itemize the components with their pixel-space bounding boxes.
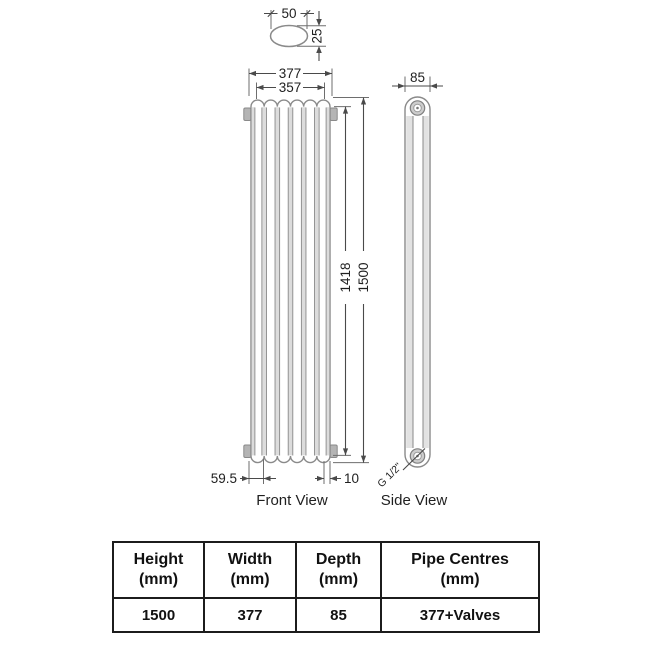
column-junctions (251, 107, 330, 456)
spec-header-height-title: Height (133, 551, 184, 568)
spec-header-pipe-centres: Pipe Centres (mm) (380, 541, 540, 599)
thread-leader-line (402, 448, 426, 471)
dim-label-25: 25 (310, 28, 325, 43)
side-shading-left (406, 116, 413, 448)
spec-value-width: 377 (203, 597, 297, 633)
spec-header-width: Width (mm) (203, 541, 297, 599)
spec-header-width-unit: (mm) (230, 571, 270, 588)
spec-header-pipe-centres-title: Pipe Centres (411, 551, 509, 568)
spec-header-pipe-centres-unit: (mm) (440, 571, 480, 588)
dim-label-85: 85 (410, 70, 425, 85)
dim-label-59-5: 59.5 (211, 471, 237, 486)
side-shading-right (423, 116, 429, 448)
tube-top-view: 50 25 (264, 6, 326, 61)
spec-header-height-unit: (mm) (138, 571, 179, 588)
top-pipe-connection (409, 100, 426, 116)
front-view-caption: Front View (256, 492, 328, 509)
dim-label-10: 10 (344, 471, 359, 486)
dim-label-1500: 1500 (356, 262, 371, 292)
dimension-overall-width: 377 (248, 66, 333, 96)
spec-value-depth: 85 (295, 597, 382, 633)
dim-label-357: 357 (279, 80, 302, 95)
spec-header-depth-unit: (mm) (318, 571, 359, 588)
dimension-overall-height: 1500 (333, 97, 371, 464)
dim-label-377: 377 (279, 66, 302, 81)
dim-label-50: 50 (281, 6, 296, 21)
pipe-thread-label: G 1/2" (375, 461, 404, 490)
spec-table-header-row: Height (mm) Width (mm) Depth (mm) Pipe C… (112, 541, 540, 599)
dimension-inner-height: 1418 (333, 106, 353, 456)
spec-header-depth-title: Depth (315, 551, 362, 568)
spec-header-height: Height (mm) (112, 541, 205, 599)
radiator-technical-drawing: 50 25 (211, 6, 448, 509)
dimension-tube-width: 50 (264, 6, 314, 29)
front-view: 377 357 1418 (211, 66, 371, 509)
side-view: G 1/2" 85 Side View (375, 70, 447, 509)
spec-table-value-row: 1500 377 85 377+Valves (112, 597, 540, 633)
dim-label-1418: 1418 (338, 262, 353, 292)
dimension-tube-depth: 25 (297, 11, 326, 61)
spec-header-width-title: Width (227, 551, 273, 568)
dimension-depth: 85 (392, 70, 443, 92)
dimension-foot-offset-left: 59.5 (211, 459, 276, 486)
spec-value-height: 1500 (112, 597, 205, 633)
spec-header-depth: Depth (mm) (295, 541, 382, 599)
spec-table: Height (mm) Width (mm) Depth (mm) Pipe C… (112, 541, 540, 633)
tube-section-ellipse (269, 24, 309, 48)
side-inner-lines (412, 116, 424, 448)
spec-value-pipe-centres: 377+Valves (380, 597, 540, 633)
side-view-caption: Side View (381, 492, 448, 509)
dimension-inner-width: 357 (256, 80, 325, 99)
dimension-foot-offset-right: 10 (315, 461, 359, 486)
